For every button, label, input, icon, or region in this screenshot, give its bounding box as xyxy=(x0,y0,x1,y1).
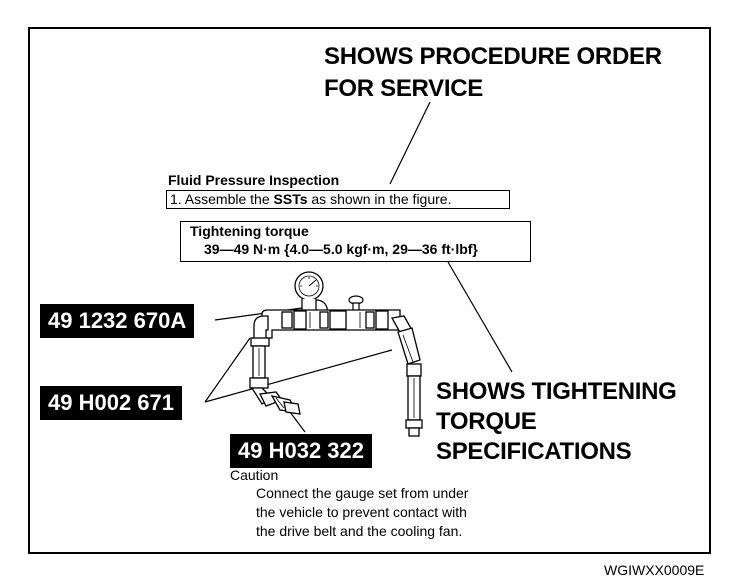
leader-671-b xyxy=(204,349,393,403)
caution-line-2: the vehicle to prevent contact with xyxy=(256,504,467,520)
part-label-49-H032-322: 49 H032 322 xyxy=(230,434,372,468)
torque-spec-box xyxy=(180,221,531,262)
procedure-step: 1. Assemble the SSTs as shown in the fig… xyxy=(170,191,451,207)
procedure-step-suffix: as shown in the figure. xyxy=(307,191,452,207)
caution-heading: Caution xyxy=(230,467,279,483)
callout-tightening-line2: TORQUE xyxy=(436,408,537,435)
manifold-pipe xyxy=(261,309,401,339)
figure-code: WGIWXX0009E xyxy=(604,562,705,578)
procedure-step-bold: SSTs xyxy=(273,191,308,207)
callout-procedure-order-line1: SHOWS PROCEDURE ORDER xyxy=(324,43,662,70)
caution-line-3: the drive belt and the cooling fan. xyxy=(256,523,463,539)
torque-value: 39—49 N·m {4.0—5.0 kgf·m, 29—36 ft·lbf} xyxy=(204,241,478,257)
part-label-49-1232-670A: 49 1232 670A xyxy=(40,304,195,338)
callout-tightening-line1: SHOWS TIGHTENING xyxy=(436,378,677,405)
leader-671-a xyxy=(204,337,251,403)
procedure-step-box xyxy=(166,190,510,209)
torque-heading: Tightening torque xyxy=(190,223,309,239)
leader-procedure-order xyxy=(389,101,431,185)
figure-frame xyxy=(28,27,711,554)
part-label-49-H002-671: 49 H002 671 xyxy=(40,386,182,420)
caution-line-1: Connect the gauge set from under xyxy=(256,485,469,501)
leader-tightening-torque xyxy=(447,261,513,373)
procedure-step-prefix: 1. Assemble the xyxy=(170,191,274,207)
callout-tightening-line3: SPECIFICATIONS xyxy=(436,438,632,465)
procedure-title: Fluid Pressure Inspection xyxy=(168,172,340,188)
right-hose xyxy=(390,315,423,437)
adapter-fitting xyxy=(259,391,301,415)
callout-procedure-order-line2: FOR SERVICE xyxy=(324,75,483,102)
leader-322 xyxy=(289,411,306,433)
left-elbow xyxy=(250,315,270,347)
